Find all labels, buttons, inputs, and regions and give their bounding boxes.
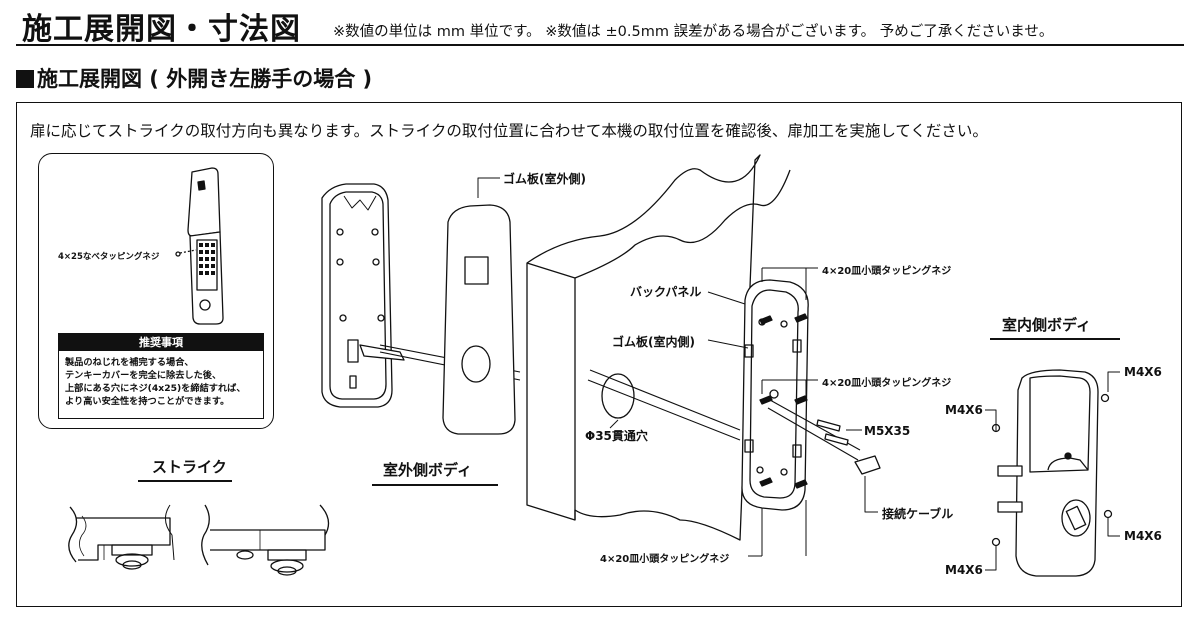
diagram-frame	[16, 102, 1182, 607]
rubber-outdoor-drawing	[442, 204, 516, 435]
label-back-panel: バックパネル	[630, 285, 702, 299]
label-cable: 接続ケーブル	[882, 507, 954, 521]
label-m5x35: M5X35	[864, 424, 911, 438]
label-hole: Φ35貫通穴	[585, 429, 648, 443]
section-title-text: 施工展開図 ( 外開き左勝手の場合 )	[37, 67, 373, 91]
indoor-body-caption-underline	[990, 338, 1120, 340]
label-screw-mid: 4×20皿小頭タッピングネジ	[822, 378, 952, 389]
label-m4-bottom-right: M4X6	[1124, 529, 1162, 543]
recommendation-line: テンキーカバーを完全に除去した後、	[65, 370, 222, 381]
unit-note: ※数値の単位は mm 単位です。 ※数値は ±0.5mm 誤差がある場合がござい…	[333, 24, 1054, 40]
recommendation-text: 製品のねじれを補完する場合、 テンキーカバーを完全に除去した後、 上部にある穴に…	[65, 356, 246, 408]
keypad-device-drawing	[175, 167, 224, 325]
outdoor-body-caption: 室外側ボディ	[383, 461, 472, 479]
strike-caption: ストライク	[152, 458, 227, 476]
recommendation-box: 推奨事項 製品のねじれを補完する場合、 テンキーカバーを完全に除去した後、 上部…	[58, 333, 264, 419]
section-title: 施工展開図 ( 外開き左勝手の場合 )	[16, 63, 372, 93]
strike-drawing-left	[68, 504, 175, 570]
label-m4-top-right: M4X6	[1124, 365, 1162, 379]
strike-caption-underline	[138, 480, 232, 482]
label-m4-top-left: M4X6	[945, 403, 983, 417]
label-rubber-outdoor: ゴム板(室外側)	[503, 172, 586, 186]
label-screw-bottom: 4×20皿小頭タッピングネジ	[600, 554, 730, 565]
instruction-text: 扉に応じてストライクの取付方向も異なります。ストライクの取付位置に合わせて本機の…	[30, 122, 988, 140]
label-screw-top: 4×20皿小頭タッピングネジ	[822, 266, 952, 277]
strike-drawing-right	[201, 504, 330, 576]
label-m4-bottom-left: M4X6	[945, 563, 983, 577]
recommendation-line: 上部にある穴にネジ(4x25)を締結すれば、	[65, 383, 246, 394]
header-divider	[16, 44, 1184, 46]
label-rubber-indoor: ゴム板(室内側)	[612, 335, 695, 349]
indoor-body-drawing	[997, 369, 1099, 577]
outdoor-body-drawing	[321, 183, 521, 408]
m4-screw-icon	[1100, 393, 1110, 403]
cable-connector-drawing	[854, 455, 881, 475]
m4-screw-icon	[991, 537, 1001, 547]
recommendation-line: より高い安全性を持つことができます。	[65, 396, 230, 407]
recommendation-line: 製品のねじれを補完する場合、	[65, 357, 194, 368]
outdoor-body-caption-underline	[372, 484, 498, 486]
page-title: 施工展開図・寸法図	[22, 12, 301, 47]
door-slab-drawing	[526, 154, 791, 541]
indoor-body-caption: 室内側ボディ	[1002, 316, 1091, 334]
back-panel-drawing	[741, 279, 861, 511]
inset-screw-label: 4×25なべタッピングネジ	[58, 252, 160, 262]
section-square-icon	[16, 70, 34, 88]
m4-screw-icon	[1103, 509, 1113, 519]
recommendation-title: 推奨事項	[59, 334, 263, 351]
inset-panel	[38, 153, 274, 429]
